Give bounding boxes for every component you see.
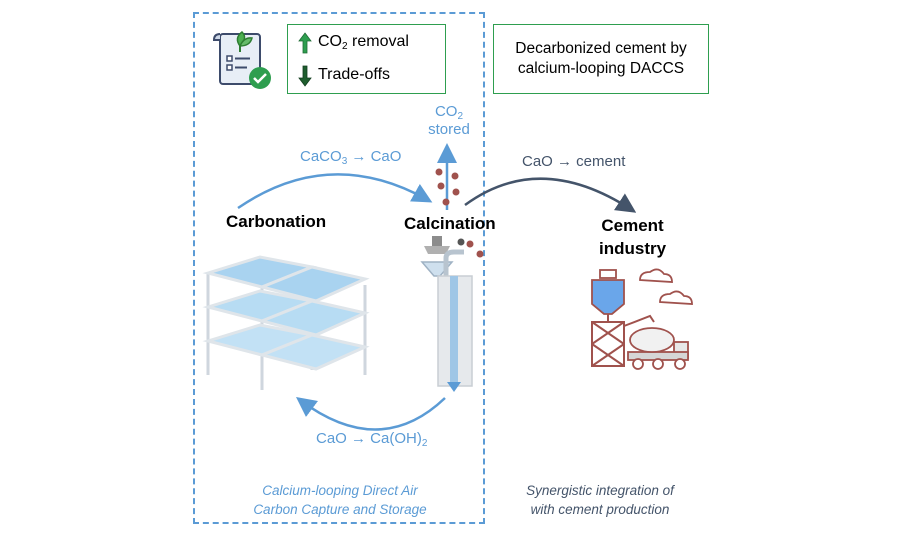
dacs-caption: Calcium-looping Direct Air Carbon Captur… bbox=[253, 483, 427, 517]
integration-caption: Synergistic integration of with cement p… bbox=[526, 483, 674, 517]
reaction-oxide-to-cement: CaO → cement bbox=[522, 153, 626, 170]
co2-particles bbox=[435, 168, 484, 258]
co2-removal-label: CO2 removal bbox=[318, 33, 409, 52]
legend-box: CO2 removal Trade-offs bbox=[287, 24, 446, 94]
title-box: Decarbonized cement by calcium-looping D… bbox=[493, 24, 709, 94]
tradeoffs-label: Trade-offs bbox=[318, 66, 391, 83]
cement-industry-label: Cement industry bbox=[599, 216, 667, 258]
cloud-icon bbox=[639, 268, 673, 283]
arrow-to-cement bbox=[464, 177, 637, 213]
arrow-carbonation-to-calcination bbox=[237, 173, 433, 210]
cement-plant-icon bbox=[591, 268, 693, 370]
title-line-1: Decarbonized cement by bbox=[515, 40, 687, 57]
co2-stored-label: CO2 stored bbox=[428, 103, 470, 138]
policy-document-icon bbox=[212, 31, 271, 89]
calcination-label: Calcination bbox=[404, 214, 496, 233]
carbonation-label: Carbonation bbox=[226, 212, 327, 231]
carbonation-rack-icon bbox=[202, 255, 370, 390]
calciner-column-icon bbox=[420, 236, 473, 392]
reaction-carbonate-to-oxide: CaCO3 → CaO bbox=[300, 148, 402, 167]
reaction-oxide-to-hydroxide: CaO → Ca(OH)2 bbox=[316, 430, 428, 449]
cement-mixer-icon bbox=[627, 327, 689, 370]
dacs-boundary bbox=[193, 12, 485, 524]
arrow-up-icon bbox=[298, 32, 312, 54]
arrow-calcination-to-carbonation bbox=[295, 397, 446, 431]
arrow-down-icon bbox=[298, 65, 312, 87]
grey-particle bbox=[457, 238, 465, 246]
title-line-2: calcium-looping DACCS bbox=[517, 60, 685, 77]
silo-icon bbox=[591, 279, 625, 315]
